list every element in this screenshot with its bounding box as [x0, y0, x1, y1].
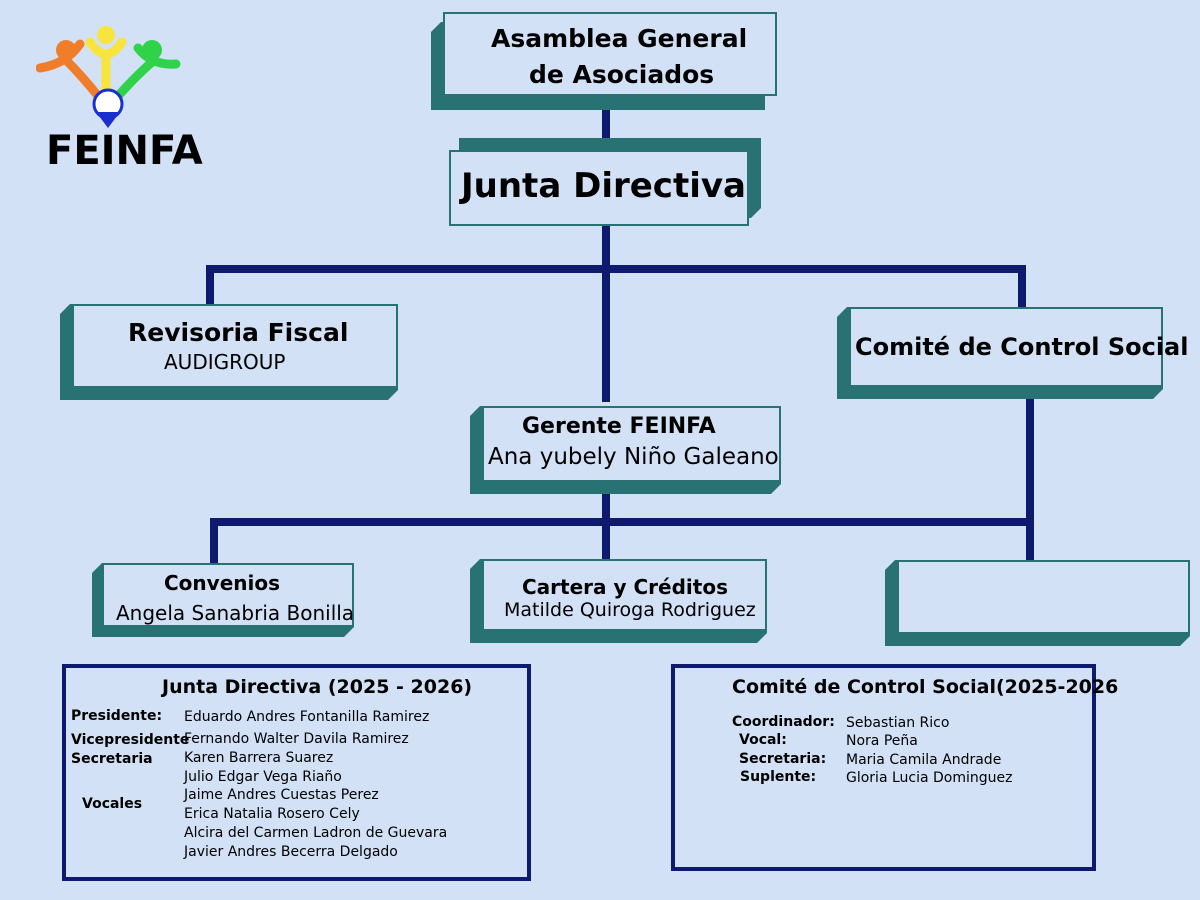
- connector-gerente-down: [602, 492, 610, 562]
- empty-box: [885, 560, 1190, 646]
- gerente-title: Gerente FEINFA: [522, 414, 716, 439]
- coordinador-label: Coordinador:: [732, 714, 835, 730]
- connector-top-horizontal: [206, 265, 1026, 273]
- junta-member: Eduardo Andres Fontanilla Ramirez: [184, 709, 430, 725]
- junta-directiva-panel: Junta Directiva (2025 - 2026) Presidente…: [62, 664, 531, 881]
- comite-member: Sebastian Rico: [846, 715, 950, 731]
- convenios-title: Convenios: [164, 571, 280, 595]
- junta-directiva-box: Junta Directiva: [449, 138, 761, 228]
- people-tree-icon: [36, 26, 181, 128]
- comite-member: Maria Camila Andrade: [846, 752, 1002, 768]
- comite-title: Comité de Control Social: [855, 333, 1189, 361]
- junta-member: Karen Barrera Suarez: [184, 750, 334, 766]
- vocales-label: Vocales: [82, 796, 143, 812]
- cartera-title: Cartera y Créditos: [522, 575, 728, 599]
- asamblea-line1: Asamblea General: [491, 24, 748, 53]
- comite-panel-title: Comité de Control Social(2025-2026: [732, 676, 1119, 698]
- presidente-label: Presidente:: [71, 708, 163, 724]
- junta-member: Jaime Andres Cuestas Perez: [184, 787, 379, 803]
- comite-control-social-box: Comité de Control Social: [837, 307, 1188, 399]
- secretaria-label: Secretaria: [71, 751, 153, 767]
- connector-asamblea-junta: [602, 106, 610, 142]
- suplente-label: Suplente:: [740, 769, 817, 785]
- connector-to-revisoria: [206, 265, 214, 307]
- junta-member: Fernando Walter Davila Ramirez: [184, 731, 409, 747]
- connector-junta-gerente: [602, 226, 610, 402]
- gerente-feinfa-box: Gerente FEINFA Ana yubely Niño Galeano: [470, 406, 781, 494]
- comite-control-social-panel: Comité de Control Social(2025-2026 Coord…: [671, 664, 1118, 871]
- connector-comite-down: [1026, 396, 1034, 562]
- junta-member: Erica Natalia Rosero Cely: [184, 806, 360, 822]
- feinfa-logo: FEINFA: [36, 24, 203, 174]
- logo-text: FEINFA: [46, 128, 203, 174]
- vocal-label: Vocal:: [739, 732, 787, 748]
- comite-member: Gloria Lucia Dominguez: [846, 770, 1013, 786]
- junta-title: Junta Directiva: [461, 166, 746, 206]
- connector-to-comite: [1018, 265, 1026, 309]
- revisoria-fiscal-box: Revisoria Fiscal AUDIGROUP: [60, 304, 398, 400]
- connector-bottom-horizontal: [210, 518, 1032, 526]
- vicepresidente-label: Vicepresidente: [71, 732, 190, 748]
- junta-panel-title: Junta Directiva (2025 - 2026): [162, 676, 473, 698]
- asamblea-line2: de Asociados: [529, 60, 715, 89]
- gerente-subtitle: Ana yubely Niño Galeano: [488, 444, 779, 470]
- secretaria-label: Secretaria:: [739, 751, 827, 767]
- revisoria-title: Revisoria Fiscal: [128, 318, 349, 347]
- cartera-creditos-box: Cartera y Créditos Matilde Quiroga Rodri…: [470, 559, 767, 643]
- asamblea-general-box: Asamblea General de Asociados: [431, 12, 777, 110]
- junta-member: Javier Andres Becerra Delgado: [184, 844, 398, 860]
- revisoria-subtitle: AUDIGROUP: [164, 350, 286, 374]
- cartera-subtitle: Matilde Quiroga Rodriguez: [504, 599, 756, 621]
- convenios-subtitle: Angela Sanabria Bonilla: [116, 601, 355, 625]
- connector-to-convenios: [210, 518, 218, 566]
- comite-member: Nora Peña: [846, 733, 918, 749]
- junta-member: Alcira del Carmen Ladron de Guevara: [184, 825, 448, 841]
- junta-member: Julio Edgar Vega Riaño: [184, 769, 342, 785]
- convenios-box: Convenios Angela Sanabria Bonilla: [92, 563, 354, 637]
